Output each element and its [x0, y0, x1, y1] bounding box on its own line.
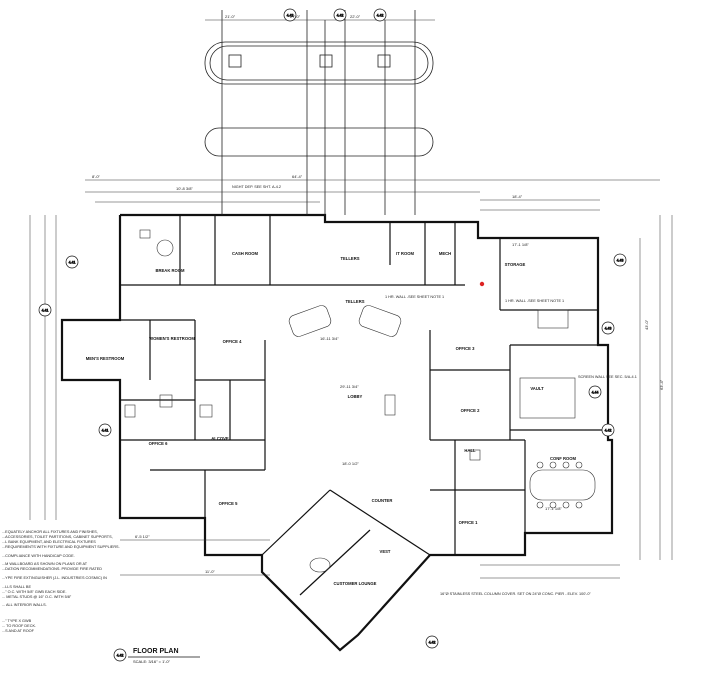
svg-text:16'-11 3/4": 16'-11 3/4" — [320, 336, 339, 341]
svg-text:43'-0": 43'-0" — [644, 319, 649, 330]
section-marker-label: 4.42 — [337, 13, 344, 17]
room-alcove: ALCOVE — [211, 436, 229, 441]
svg-text:...DATION RECOMMENDATIONS. PRO: ...DATION RECOMMENDATIONS. PROVIDE FIRE … — [2, 567, 102, 571]
plan-notes: SCREEN WALL SEE SEC. 5/A-4.1 16"Ø STAINL… — [232, 185, 637, 596]
hr-wall-note-top: 1 HR. WALL -SEE SHEET NOTE 1 — [385, 295, 444, 299]
svg-text:..." O.C. WITH 5/8" GWB EACH S: ..." O.C. WITH 5/8" GWB EACH SIDE. — [2, 590, 67, 594]
room-vest: VEST — [380, 549, 391, 554]
room-cash: CASH ROOM — [232, 251, 259, 256]
svg-text:...L BANK EQUIPMENT, AND ELECT: ...L BANK EQUIPMENT, AND ELECTRICAL FIXT… — [2, 540, 96, 544]
svg-text:...S AND AT ROOF: ...S AND AT ROOF — [2, 629, 35, 633]
room-vault: VAULT — [530, 386, 544, 391]
svg-text:...M WALLBOARD AS SHOWN ON PLA: ...M WALLBOARD AS SHOWN ON PLANS OR AT — [2, 562, 88, 566]
section-marker-label: 4.43 — [605, 326, 612, 330]
room-office6: OFFICE 6 — [149, 441, 169, 446]
canopy — [204, 10, 434, 215]
svg-text:21'-0": 21'-0" — [225, 14, 236, 19]
column-note: 16"Ø STAINLESS STEEL COLUMN COVER. SET O… — [440, 592, 591, 596]
furniture — [124, 229, 596, 573]
room-womens: WOMEN'S RESTROOM — [149, 336, 195, 341]
svg-text:..." TYPE X GWB: ..." TYPE X GWB — [2, 619, 32, 623]
section-marker-label: 4.44 — [592, 390, 599, 394]
title-block: FLOOR PLAN SCALE: 3/16" = 1'-0" — [128, 648, 200, 664]
room-tellers-top: TELLERS — [340, 256, 359, 261]
svg-text:11'-0": 11'-0" — [205, 569, 215, 574]
dimension-text: 21'-0" 27'-0" 22'-0" 8'-0" 10'-8 3/8" 64… — [92, 14, 664, 574]
svg-text:64'-4": 64'-4" — [292, 174, 303, 179]
section-marker-label: 4.41 — [69, 260, 76, 264]
section-marker-label: 4.41 — [42, 308, 49, 312]
svg-text:22'-0": 22'-0" — [350, 14, 361, 19]
room-office4: OFFICE 4 — [223, 339, 243, 344]
screen-wall-note: SCREEN WALL SEE SEC. 5/A-4.1 — [578, 375, 637, 379]
svg-text:29'-11 3/4": 29'-11 3/4" — [340, 384, 359, 389]
section-marker-label: 4.41 — [102, 428, 109, 432]
svg-text:...COMPLIANCE WITH HANDICAP CO: ...COMPLIANCE WITH HANDICAP CODE. — [2, 554, 75, 558]
plan-scale: SCALE: 3/16" = 1'-0" — [133, 659, 171, 664]
svg-text:17'-1 1/8": 17'-1 1/8" — [545, 506, 562, 511]
room-storage: STORAGE — [505, 262, 526, 267]
section-marker-label: 4.42 — [377, 13, 384, 17]
room-lobby: LOBBY — [348, 394, 363, 399]
hr-wall-note-right: 1 HR. WALL -SEE SHEET NOTE 1 — [505, 299, 564, 303]
svg-text:...YPE FIRE EXTINGUISHER (J.L.: ...YPE FIRE EXTINGUISHER (J.L. INDUSTRIE… — [2, 576, 107, 580]
svg-text:18'-0 1/2": 18'-0 1/2" — [342, 461, 359, 466]
section-marker-label: 4.42 — [429, 640, 436, 644]
section-marker-label: 4.42 — [287, 13, 294, 17]
svg-text:...REQUIREMENTS WITH FIXTURE A: ...REQUIREMENTS WITH FIXTURE AND EQUIPME… — [2, 545, 120, 549]
svg-text:8'-0": 8'-0" — [92, 174, 101, 179]
room-customer: CUSTOMER LOUNGE — [334, 581, 377, 586]
svg-text:27'-0": 27'-0" — [290, 14, 301, 19]
room-break: BREAK ROOM — [155, 268, 185, 273]
room-mens: MEN'S RESTROOM — [86, 356, 125, 361]
interior-walls — [120, 215, 608, 596]
room-counter: COUNTER — [372, 498, 393, 503]
room-tellers: TELLERS — [345, 299, 364, 304]
room-hall: HALL — [464, 448, 476, 453]
svg-text:63'-4": 63'-4" — [659, 379, 664, 390]
room-office3: OFFICE 3 — [456, 346, 476, 351]
section-marker-label: 4.43 — [617, 258, 624, 262]
svg-text:...EQUATELY ANCHOR ALL FIXTURE: ...EQUATELY ANCHOR ALL FIXTURES AND FINI… — [2, 530, 98, 534]
general-notes: ...EQUATELY ANCHOR ALL FIXTURES AND FINI… — [2, 530, 120, 633]
section-marker-label: 4.42 — [117, 653, 124, 657]
room-labels: BREAK ROOM CASH ROOM TELLERS IT ROOM MEC… — [86, 251, 577, 586]
svg-text:... TO ROOF DECK.: ... TO ROOF DECK. — [2, 624, 36, 628]
svg-text:10'-8 3/8": 10'-8 3/8" — [176, 186, 193, 191]
room-office5: OFFICE 5 — [219, 501, 239, 506]
svg-text:... ALL INTERIOR WALLS.: ... ALL INTERIOR WALLS. — [2, 603, 47, 607]
svg-text:6'-5 1/2": 6'-5 1/2" — [135, 534, 150, 539]
svg-text:... METAL STUDS @ 16" O.C. WIT: ... METAL STUDS @ 16" O.C. WITH 5/8" — [2, 595, 72, 599]
room-office2: OFFICE 2 — [461, 408, 481, 413]
night-dep-note: NIGHT DEP. SEE SHT. A-4.2 — [232, 185, 281, 189]
svg-text:...ACCESSORIES, TOILET PARTITI: ...ACCESSORIES, TOILET PARTITIONS, CABIN… — [2, 535, 113, 539]
svg-text:...LLS SHALL BE: ...LLS SHALL BE — [2, 585, 31, 589]
room-it: IT ROOM — [396, 251, 414, 256]
room-conf: CONF ROOM — [550, 456, 577, 461]
dimension-lines — [29, 19, 673, 579]
plan-title: FLOOR PLAN — [133, 648, 179, 655]
room-office1: OFFICE 1 — [459, 520, 479, 525]
red-marker-dot — [479, 281, 485, 287]
section-markers: 4.42 4.42 4.42 4.41 4.41 4.41 4.43 4.43 4.44 4.42… — [38, 8, 627, 662]
section-marker-label: 4.42 — [605, 428, 612, 432]
room-mech: MECH — [439, 251, 451, 256]
svg-text:18'-4": 18'-4" — [512, 194, 523, 199]
svg-text:17'-1 1/8": 17'-1 1/8" — [512, 242, 529, 247]
